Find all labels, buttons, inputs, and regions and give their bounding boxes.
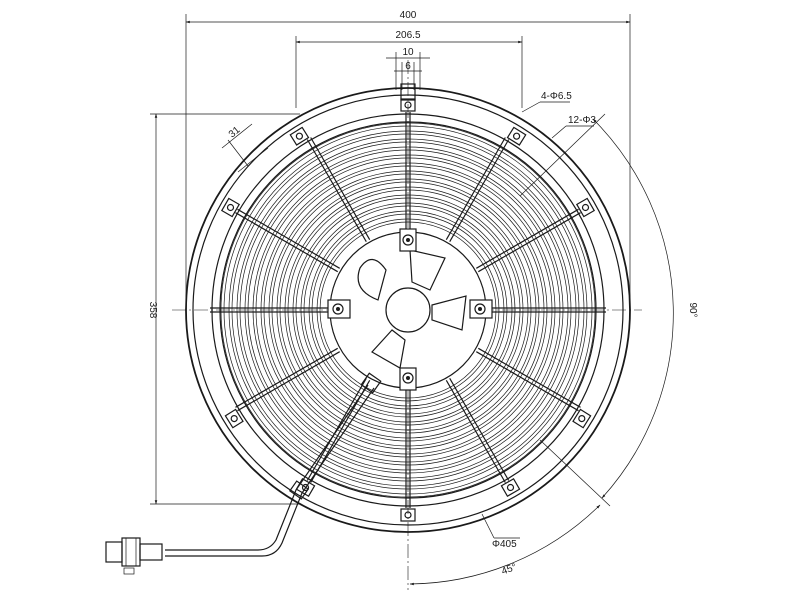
callout-small-holes-label: 12-Φ3: [568, 115, 596, 126]
shroud-tab: [289, 126, 310, 146]
grille-spoke: [306, 378, 367, 481]
grille-spoke: [310, 137, 371, 240]
grille-spoke: [478, 212, 581, 273]
motor-mounts: [327, 228, 493, 391]
grille-ring: [303, 205, 513, 415]
grille-ring: [308, 210, 508, 410]
dim-mount-span: 206.5: [295, 30, 523, 108]
grille-ring: [279, 181, 537, 439]
dim-slot: 10 6: [386, 47, 430, 101]
fan-blade: [357, 258, 387, 301]
grille-spoke: [445, 137, 506, 240]
wire-harness: [165, 372, 382, 557]
grille-ring: [271, 173, 545, 447]
connector-plug-icon: [105, 537, 163, 575]
grille-ring: [228, 130, 588, 490]
grille-ring: [244, 146, 572, 474]
mount-left: [327, 299, 351, 319]
shroud-tab: [575, 197, 596, 218]
grille-spoke: [306, 139, 367, 242]
grille-ring: [268, 170, 548, 450]
grille-spoke: [237, 208, 340, 269]
fan-hub-assembly: [329, 231, 487, 389]
mount-right: [469, 299, 493, 319]
grille-spoke: [235, 212, 338, 273]
shroud-tab: [572, 408, 592, 429]
grille-ring: [236, 138, 580, 482]
callout-mount-holes-label: 4-Φ6.5: [541, 91, 572, 102]
shroud-tab: [224, 408, 244, 429]
dim-overall-width: 400: [185, 10, 631, 300]
grille-spoke: [476, 208, 579, 269]
grille-spoke: [445, 380, 506, 483]
grille-spoke: [449, 378, 510, 481]
dim-tab-width: 31: [221, 123, 269, 173]
grille-ring: [284, 186, 532, 434]
motor-hub: [385, 287, 431, 333]
grille-spoke: [478, 347, 581, 408]
dim-overall-height-label: 358: [147, 302, 158, 319]
grille-ring: [263, 165, 553, 455]
mount-bottom: [399, 367, 417, 391]
grille-spoke: [449, 139, 510, 242]
shroud-tab: [400, 98, 416, 112]
fan-blade: [431, 295, 467, 331]
grille-spoke: [476, 351, 579, 412]
shroud-tab: [500, 477, 521, 498]
callout-shroud-diameter-label: Φ405: [492, 539, 517, 550]
grille-spoke: [237, 351, 340, 412]
dim-overall-width-label: 400: [400, 10, 417, 21]
shroud-tab: [220, 197, 241, 218]
dim-mount-span-label: 206.5: [395, 30, 420, 41]
callout-shroud-diameter: Φ405: [481, 513, 520, 550]
callout-small-holes: 12-Φ3: [551, 115, 596, 139]
grille-ring: [223, 125, 593, 495]
grille-ring: [260, 162, 556, 458]
grille-ring: [295, 197, 521, 423]
grille-ring: [292, 194, 524, 426]
dim-angle-90: 90°: [519, 113, 698, 507]
grille-spoke: [235, 347, 338, 408]
callout-mount-holes: 4-Φ6.5: [521, 91, 572, 113]
grille-ring: [287, 189, 529, 431]
dim-slot-outer-label: 10: [402, 47, 414, 58]
grille-ring: [252, 154, 564, 466]
dim-overall-height: 358: [147, 113, 300, 505]
grille-ring: [316, 218, 500, 402]
dim-angle-90-label: 90°: [687, 302, 698, 317]
dim-tab-width-label: 31: [227, 124, 243, 140]
shroud-tab: [506, 126, 527, 146]
grille-ring: [247, 149, 569, 471]
dim-angle-45-label: 45°: [500, 562, 518, 578]
fan-blade: [409, 249, 446, 291]
grille-ring: [300, 202, 516, 418]
grille-ring: [239, 141, 577, 479]
grille-ring: [255, 157, 561, 463]
dim-angle-45: 45°: [409, 504, 601, 586]
grille-ring: [319, 221, 497, 399]
grille-ring: [276, 178, 540, 442]
grille-ring: [231, 133, 585, 487]
mount-top: [399, 228, 417, 252]
grille-ring: [311, 213, 505, 407]
dim-slot-inner-label: 6: [405, 61, 411, 72]
